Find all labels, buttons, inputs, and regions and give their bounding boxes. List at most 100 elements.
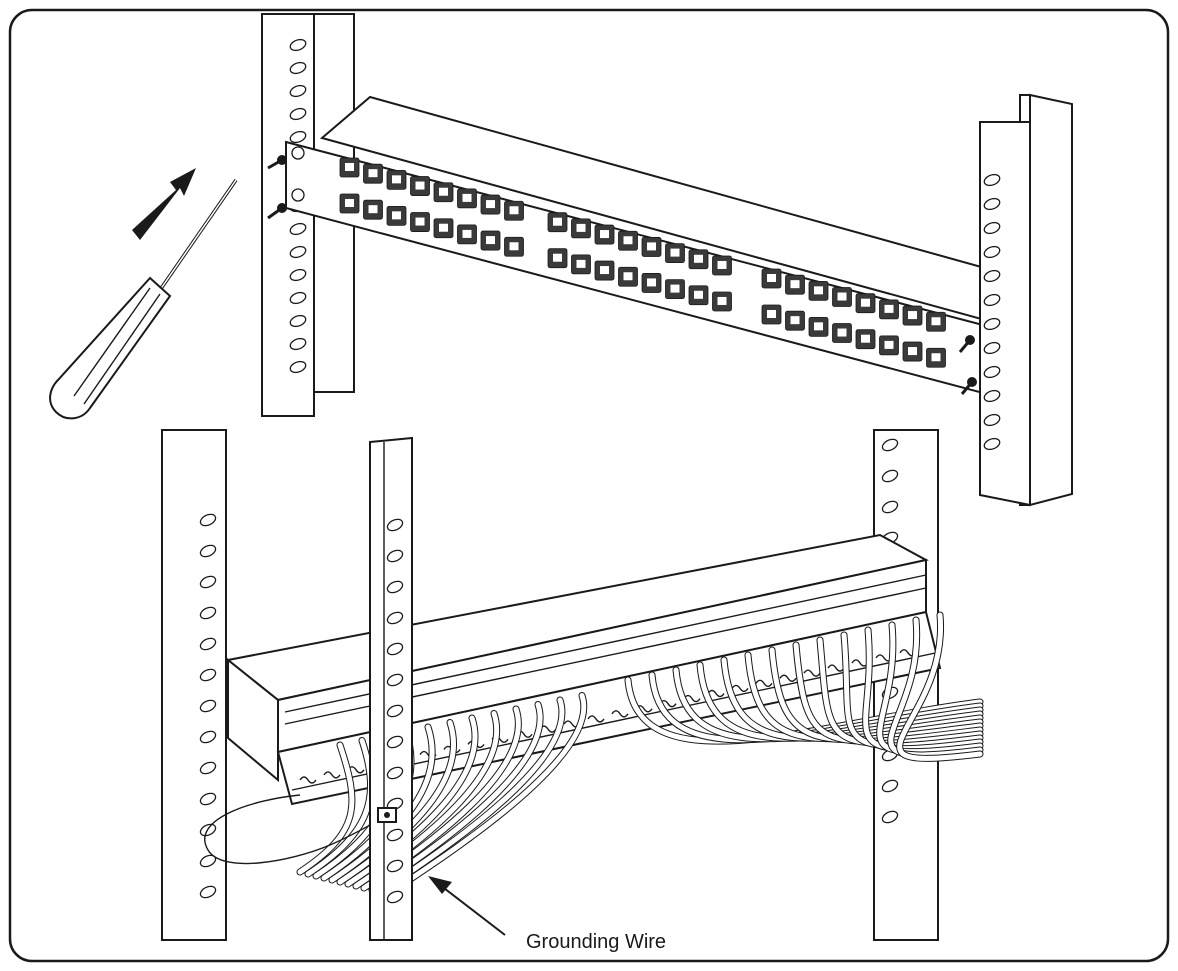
rack-hole [386, 580, 404, 594]
cable-fill [877, 622, 983, 755]
port-opening [884, 304, 894, 313]
port-opening [439, 187, 448, 196]
cable-tie-mark [707, 689, 725, 698]
rack-hole [983, 413, 1001, 427]
middle-rack-post-bottom [369, 436, 413, 941]
port-opening [462, 193, 472, 202]
port-opening [392, 211, 401, 220]
cable-tie-mark [659, 699, 677, 708]
port-opening [415, 181, 425, 190]
port-opening [576, 223, 586, 232]
rack-hole [199, 668, 217, 682]
rack-hole [386, 673, 404, 687]
rack-hole [289, 38, 307, 52]
port-opening [790, 280, 800, 289]
port-opening [647, 242, 656, 251]
rack-hole [199, 699, 217, 713]
port-opening [837, 292, 847, 301]
port-opening [647, 278, 656, 287]
rack-hole [386, 766, 404, 780]
port-opening [908, 347, 917, 356]
rack-hole [386, 859, 404, 873]
port-opening [486, 236, 495, 245]
port-opening [623, 272, 633, 281]
screwdriver-icon [49, 179, 238, 420]
rack-hole [199, 792, 217, 806]
right-post-holes [983, 173, 1001, 451]
cable-tie-mark [323, 771, 341, 779]
port-opening [694, 254, 703, 263]
rack-hole [983, 245, 1001, 259]
rack-hole [983, 221, 1001, 235]
cable-tie-mark [779, 674, 797, 682]
port-opening [462, 229, 472, 238]
bottom-rack-assembly: Grounding Wire [161, 429, 984, 953]
cable-fill [793, 642, 983, 744]
rack-hole [289, 130, 307, 144]
port-opening [931, 353, 941, 362]
rack-hole [386, 828, 404, 842]
port-opening [861, 334, 870, 343]
port-opening [814, 322, 823, 331]
port-opening [600, 266, 609, 275]
cable-fill [305, 738, 374, 877]
cable-fill [841, 632, 983, 749]
left-post-holes [199, 513, 217, 899]
cable-fill [297, 742, 355, 875]
cable-fill [817, 637, 983, 746]
cable-fill [337, 720, 456, 885]
rack-hole [289, 222, 307, 236]
port-opening [486, 200, 495, 209]
patch-panel-top [267, 95, 1003, 400]
port-opening [553, 253, 562, 262]
cable-fill [385, 693, 587, 897]
rack-hole [983, 341, 1001, 355]
port-opening [553, 217, 562, 226]
rack-hole [199, 544, 217, 558]
top-rack-assembly [49, 13, 1073, 507]
cable-tie-mark [587, 715, 605, 723]
port-opening [439, 223, 448, 232]
rack-hole [199, 730, 217, 744]
port-opening [509, 242, 519, 251]
port-opening [790, 316, 800, 325]
rack-hole [386, 611, 404, 625]
port-opening [931, 317, 941, 326]
port-opening [415, 217, 425, 226]
port-opening [767, 273, 776, 282]
port-opening [368, 169, 378, 178]
port-opening [717, 296, 727, 305]
rack-hole [881, 500, 899, 514]
cable-tie-mark [683, 694, 701, 703]
rack-hole [289, 291, 307, 305]
rack-hole [983, 197, 1001, 211]
port-opening [861, 298, 870, 307]
rack-hole [199, 761, 217, 775]
patch-panel-ports [339, 157, 946, 368]
rack-hole [881, 779, 899, 793]
cable-fill [897, 612, 983, 761]
rack-hole [881, 469, 899, 483]
port-opening [345, 199, 354, 207]
rack-hole [983, 173, 1001, 187]
rack-hole [881, 810, 899, 824]
rack-hole [386, 704, 404, 718]
cable-fill [863, 627, 983, 752]
rack-hole [289, 107, 307, 121]
rack-hole [199, 575, 217, 589]
cable-tie-mark [731, 684, 749, 693]
rack-hole [983, 293, 1001, 307]
cable-tie-mark [803, 669, 821, 677]
port-opening [837, 328, 847, 337]
cable-tie-mark [611, 710, 629, 718]
rack-hole [199, 637, 217, 651]
rack-hole [289, 61, 307, 75]
cable-fill [888, 617, 983, 758]
rack-hole [386, 549, 404, 563]
rack-hole [289, 360, 307, 374]
port-opening [884, 340, 894, 349]
rack-hole [983, 389, 1001, 403]
cable-fill [745, 652, 983, 742]
